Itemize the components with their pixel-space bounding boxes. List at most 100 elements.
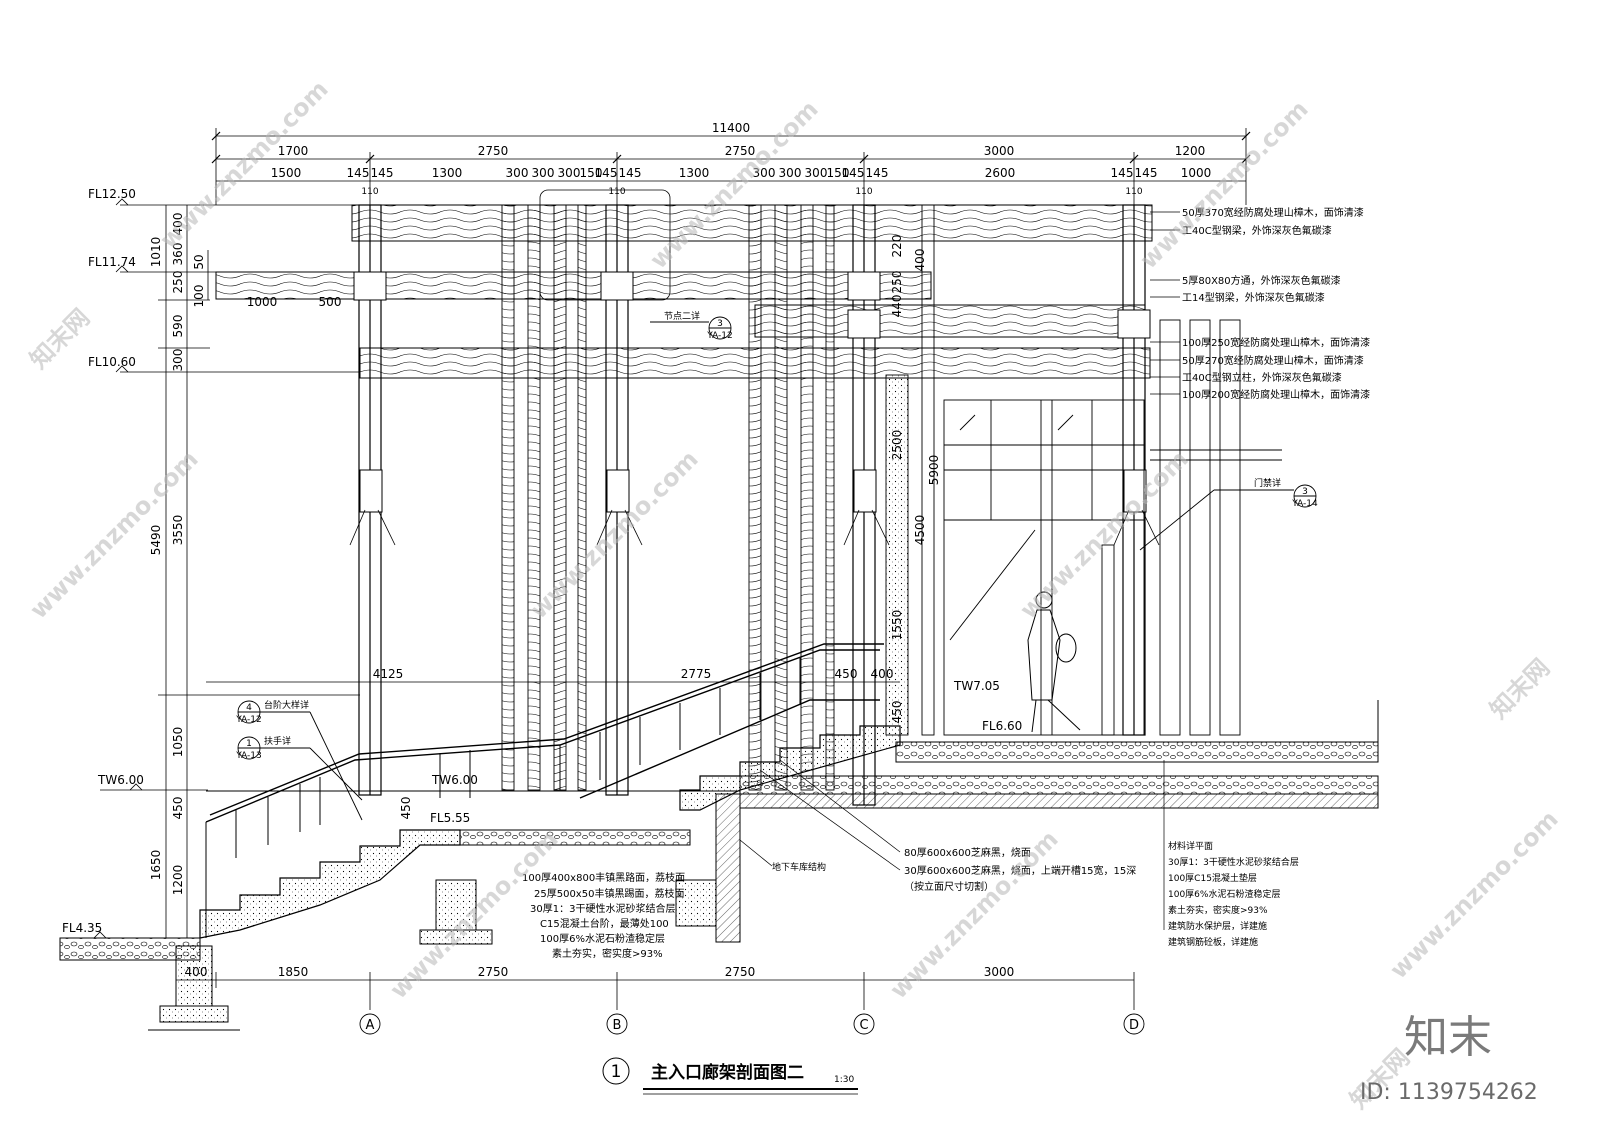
dim-450: 450 xyxy=(171,797,185,820)
right-note-4: 工14型钢梁，外饰深灰色氟碳漆 xyxy=(1182,291,1325,304)
dim-row2-5: 1200 xyxy=(1175,144,1206,158)
watermark-brand-2: 知末网 xyxy=(1484,654,1555,725)
floor-note-3: 100厚C15混凝土垫层 xyxy=(1168,872,1257,884)
floor-note-4: 100厚6%水泥石粉渣稳定层 xyxy=(1168,888,1280,900)
ground-slabs xyxy=(59,741,1379,961)
callout-4-sheet: YA-14 xyxy=(1291,499,1318,509)
dim-s450b: 450 xyxy=(399,797,413,820)
garage-label: 地下车库结构 xyxy=(772,861,826,873)
callout-4-num: 3 xyxy=(1302,487,1308,497)
dim-row3-20: 145 xyxy=(1135,166,1158,180)
dim-2775: 2775 xyxy=(681,667,712,681)
dim-row2-2: 2750 xyxy=(478,144,509,158)
dim-m220: 220 xyxy=(890,235,904,258)
floor-note-5: 素土夯实，密实度>93% xyxy=(1168,904,1268,916)
right-note-5: 100厚250宽经防腐处理山樟木，面饰清漆 xyxy=(1182,336,1370,349)
rail-posts xyxy=(235,658,801,858)
watermark-3: www.znzmo.com xyxy=(1134,95,1313,274)
detail-outline xyxy=(539,189,671,301)
wood-slats xyxy=(501,204,835,791)
dim-row3-15: 150 xyxy=(827,166,850,180)
dim-row3: 1500 145 145 1300 300 300 300 150 145 14… xyxy=(271,166,1212,180)
grid-b: B xyxy=(613,1018,622,1033)
dim-row3-18: 2600 xyxy=(985,166,1016,180)
dim-row3-13: 300 xyxy=(779,166,802,180)
dim-b2750a: 2750 xyxy=(478,965,509,979)
stair-note-5: 100厚6%水泥石粉渣稳定层 xyxy=(540,932,665,945)
dim-b400: 400 xyxy=(185,965,208,979)
dim-400: 400 xyxy=(171,213,185,236)
dim-300: 300 xyxy=(171,349,185,372)
title-scale: 1:30 xyxy=(834,1075,854,1085)
dim-1050: 1050 xyxy=(171,727,185,758)
left-dim-lines xyxy=(60,204,360,939)
right-note-8: 100厚200宽经防腐处理山樟木，面饰清漆 xyxy=(1182,388,1370,401)
callout-3-num: 3 xyxy=(717,319,723,329)
dim-row3-11: 1300 xyxy=(679,166,710,180)
callout-1-label: 台阶大样详 xyxy=(264,699,309,711)
floor-note-1: 材料详平面 xyxy=(1168,840,1213,852)
callout-2-sheet: YA-13 xyxy=(235,751,261,761)
logo-watermark: 知末 xyxy=(1404,1012,1492,1063)
dim-1200: 1200 xyxy=(171,865,185,896)
dim-m4500: 4500 xyxy=(913,515,927,546)
dim-b3000: 3000 xyxy=(984,965,1015,979)
dim-5490: 5490 xyxy=(149,525,163,556)
dim-m5900: 5900 xyxy=(927,455,941,486)
stair-note-1: 100厚400x800丰镇黑路面，荔枝面 xyxy=(522,871,685,884)
dim-s400: 400 xyxy=(871,667,894,681)
dim-row2: 1700 2750 2750 3000 1200 xyxy=(278,144,1206,158)
dim-1650: 1650 xyxy=(149,850,163,881)
level-tw600-left: TW6.00 xyxy=(97,773,144,787)
stair-note-3: 30厚1：3干硬性水泥砂浆结合层 xyxy=(530,902,675,915)
floor-note-7: 建筑钢筋砼板，详建施 xyxy=(1168,936,1258,948)
dim-row3-14: 300 xyxy=(805,166,828,180)
right-note-leaders xyxy=(1150,211,1180,395)
stair-note-6: 素土夯实，密实度>93% xyxy=(552,947,663,960)
level-fl660: FL6.60 xyxy=(982,719,1022,733)
dim-100: 100 xyxy=(192,285,206,308)
grid-c: C xyxy=(859,1018,868,1033)
callout-3-label: 节点二详 xyxy=(664,310,700,322)
concrete-slab xyxy=(715,793,1379,943)
dim-row3-12: 300 xyxy=(753,166,776,180)
callout-1-sheet: YA-12 xyxy=(235,715,261,725)
level-fl1250: FL12.50 xyxy=(88,187,136,201)
dim-row3-10: 145 xyxy=(619,166,642,180)
dim-row3-2: 145 xyxy=(347,166,370,180)
dim-row3-21: 1000 xyxy=(1181,166,1212,180)
dim-590: 590 xyxy=(171,315,185,338)
watermark-1: www.znzmo.com xyxy=(154,75,333,254)
mid-note-1: 80厚600x600芝麻黑，烧面 xyxy=(904,846,1031,859)
dim-overall: 11400 xyxy=(712,121,750,135)
level-markers xyxy=(93,198,143,939)
top-dimension-chains xyxy=(215,128,1247,205)
grid-a: A xyxy=(366,1018,375,1033)
level-tw705: TW7.05 xyxy=(953,679,1000,693)
bottom-dim-lines xyxy=(175,972,1135,1010)
dim-b2750b: 2750 xyxy=(725,965,756,979)
right-note-3: 5厚80X80方通，外饰深灰色氟碳漆 xyxy=(1182,274,1341,287)
cantilever-wood-beam xyxy=(215,271,932,300)
grid-bubbles xyxy=(359,1013,1145,1035)
dim-row4: 110 110 110 110 xyxy=(361,187,1142,197)
dim-m400: 400 xyxy=(913,249,927,272)
dim-row3-6: 300 xyxy=(532,166,555,180)
dim-b1850: 1850 xyxy=(278,965,309,979)
watermark-9: www.znzmo.com xyxy=(1384,805,1563,984)
dim-row3-16: 145 xyxy=(842,166,865,180)
mid-note-3: （按立面尺寸切割） xyxy=(904,880,994,893)
dim-row2-3: 2750 xyxy=(725,144,756,158)
top-dimension-ticks xyxy=(211,131,1251,164)
watermark-brand-1: 知末网 xyxy=(24,304,95,375)
grid-d: D xyxy=(1129,1018,1139,1033)
dim-m450: 450 xyxy=(890,701,904,724)
level-tw600-mid: TW6.00 xyxy=(431,773,478,787)
id-watermark: ID: 1139754262 xyxy=(1360,1080,1538,1105)
mid-dims: 250 400 2500 5900 4500 1550 450 220 440 xyxy=(890,235,941,724)
callout-2-label: 扶手详 xyxy=(264,735,291,747)
right-note-1: 50厚370宽经防腐处理山樟木，面饰清漆 xyxy=(1182,206,1364,219)
floor-note-2: 30厚1：3干硬性水泥砂浆结合层 xyxy=(1168,856,1299,868)
right-note-2: 工40C型钢梁，外饰深灰色氟碳漆 xyxy=(1182,224,1332,237)
column-joints xyxy=(353,271,1151,513)
